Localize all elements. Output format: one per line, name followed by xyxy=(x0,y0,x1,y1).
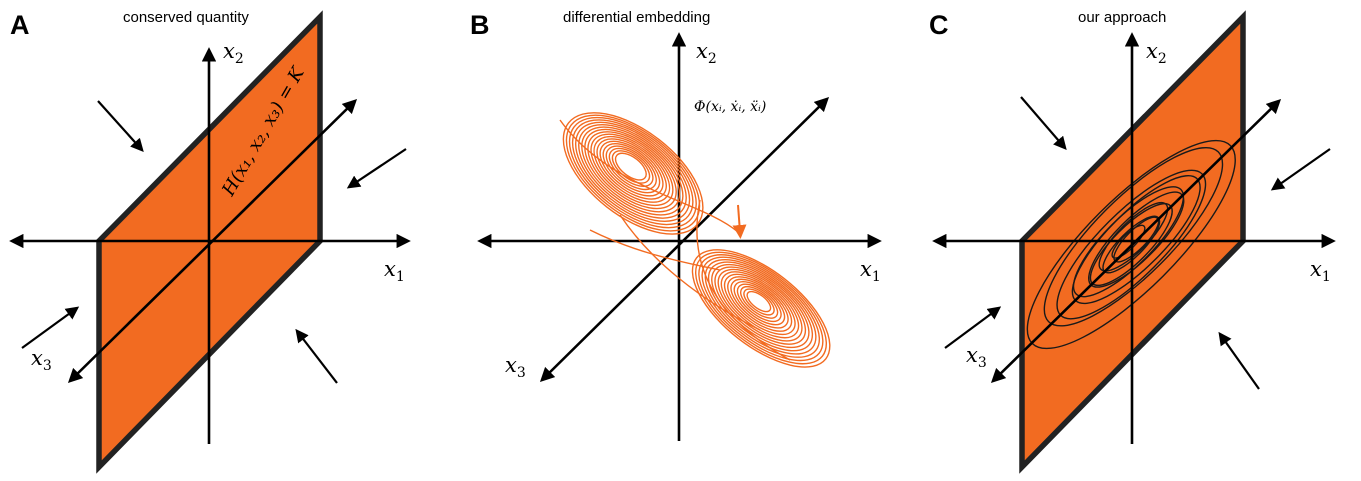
attractor-sweep xyxy=(589,229,721,271)
attractor-loop xyxy=(740,285,779,319)
attractor-loop xyxy=(733,281,786,326)
attractor-loop xyxy=(614,152,647,181)
attractor-sweep xyxy=(696,199,791,361)
panel-letter-c: C xyxy=(929,10,949,40)
attractor-loop xyxy=(590,133,674,207)
x3-axis xyxy=(990,98,1282,384)
panel-letter-b: B xyxy=(470,10,490,40)
panel-a: A conserved quantity x2 x1 x3 H(x₁, x₂, … xyxy=(9,9,411,474)
attractor-loop xyxy=(562,112,704,235)
x2-label: x2 xyxy=(696,39,717,67)
attractor-loop xyxy=(602,143,661,194)
x2-label: x2 xyxy=(223,39,244,67)
x3-axis xyxy=(539,96,830,383)
attractor-loop xyxy=(565,114,701,232)
panel-title-c: our approach xyxy=(1078,9,1166,26)
inward-arrow-left xyxy=(944,306,1002,349)
embedding-map-label: Φ(xᵢ, ẋᵢ, ẍᵢ) xyxy=(694,99,766,115)
inward-arrow-left xyxy=(21,306,80,349)
panel-title-b: differential embedding xyxy=(563,9,710,26)
attractor-loop xyxy=(691,249,831,368)
attractor-loop xyxy=(743,288,775,316)
inward-arrow-right xyxy=(1270,148,1331,191)
attractor-loop xyxy=(587,131,677,210)
attractor-loop xyxy=(736,283,782,323)
attractor-loop xyxy=(723,273,796,336)
attractor-loop xyxy=(701,256,821,358)
panel-title-a: conserved quantity xyxy=(123,9,249,26)
attractor-loop xyxy=(605,145,657,191)
attractor-loop xyxy=(574,121,691,223)
x2-label: x2 xyxy=(1146,39,1167,67)
x3-label: x3 xyxy=(966,343,987,371)
attractor-loop xyxy=(746,290,772,313)
attractor-loop xyxy=(730,278,789,329)
x1-label: x1 xyxy=(860,257,881,285)
lorenz-attractor xyxy=(559,112,831,368)
attractor-loop xyxy=(704,258,817,355)
attractor-loop xyxy=(584,128,681,213)
attractor-loop xyxy=(720,271,800,339)
attractor-flow-arrow xyxy=(732,204,747,239)
attractor-loop xyxy=(694,251,828,365)
attractor-loop xyxy=(727,276,793,332)
attractor-loop xyxy=(568,116,697,229)
attractor-loop xyxy=(578,123,687,219)
inward-arrow-top-left xyxy=(1020,96,1067,150)
panel-letter-a: A xyxy=(10,10,30,40)
attractor-loop xyxy=(599,140,664,197)
inward-arrow-top-left xyxy=(97,100,144,152)
inward-arrow-bottom-right xyxy=(1218,331,1260,390)
panel-c: C our approach x2 x1 x3 xyxy=(929,9,1336,474)
attractor-loop xyxy=(714,266,807,345)
inward-arrow-right xyxy=(346,148,407,189)
x3-label: x3 xyxy=(31,346,52,374)
attractor-loop xyxy=(608,147,654,187)
x3-axis xyxy=(67,98,358,384)
attractor-loop xyxy=(698,254,824,362)
attractor-loop xyxy=(571,119,694,226)
attractor-sweep xyxy=(619,214,761,331)
x3-label: x3 xyxy=(505,353,526,381)
x1-label: x1 xyxy=(1310,257,1331,285)
x1-label: x1 xyxy=(384,257,405,285)
attractor-sweep xyxy=(559,119,739,233)
panel-b: B differential embedding x2 x1 x3 Φ(xᵢ, … xyxy=(470,9,882,441)
inward-arrow-bottom-right xyxy=(295,328,338,384)
attractor-loop xyxy=(581,126,684,216)
